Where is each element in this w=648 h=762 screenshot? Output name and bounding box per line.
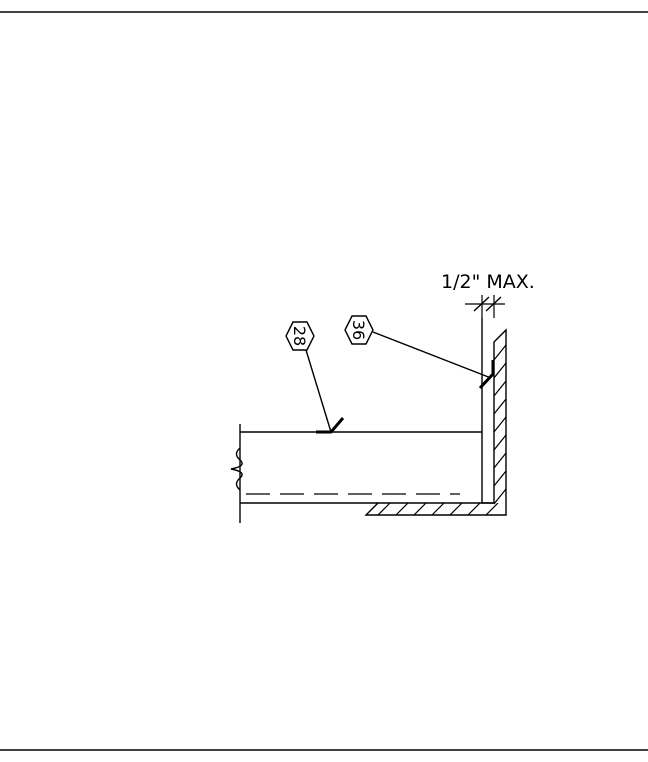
horizontal-member [230,424,482,523]
callout-number-28: 28 [290,326,309,346]
callout-number-36: 36 [349,320,368,340]
leader-36 [372,331,492,379]
leader-28 [305,349,332,433]
hex-tag-36 [344,315,374,345]
weld-symbol-36 [478,360,495,390]
weld-symbol-28 [316,417,345,434]
steel-angle [364,328,507,516]
dimension-half-inch [465,295,505,318]
hex-tag-28 [285,321,315,351]
angle-outline [364,328,507,516]
angle-horizontal-hatch [377,503,499,515]
angle-vertical-hatch [494,344,506,505]
vertical-plate [481,318,494,504]
callout-28: 28 [285,321,345,434]
break-symbol [230,447,243,491]
dimension-label: 1/2" MAX. [441,271,535,293]
callout-36: 36 [344,315,495,390]
